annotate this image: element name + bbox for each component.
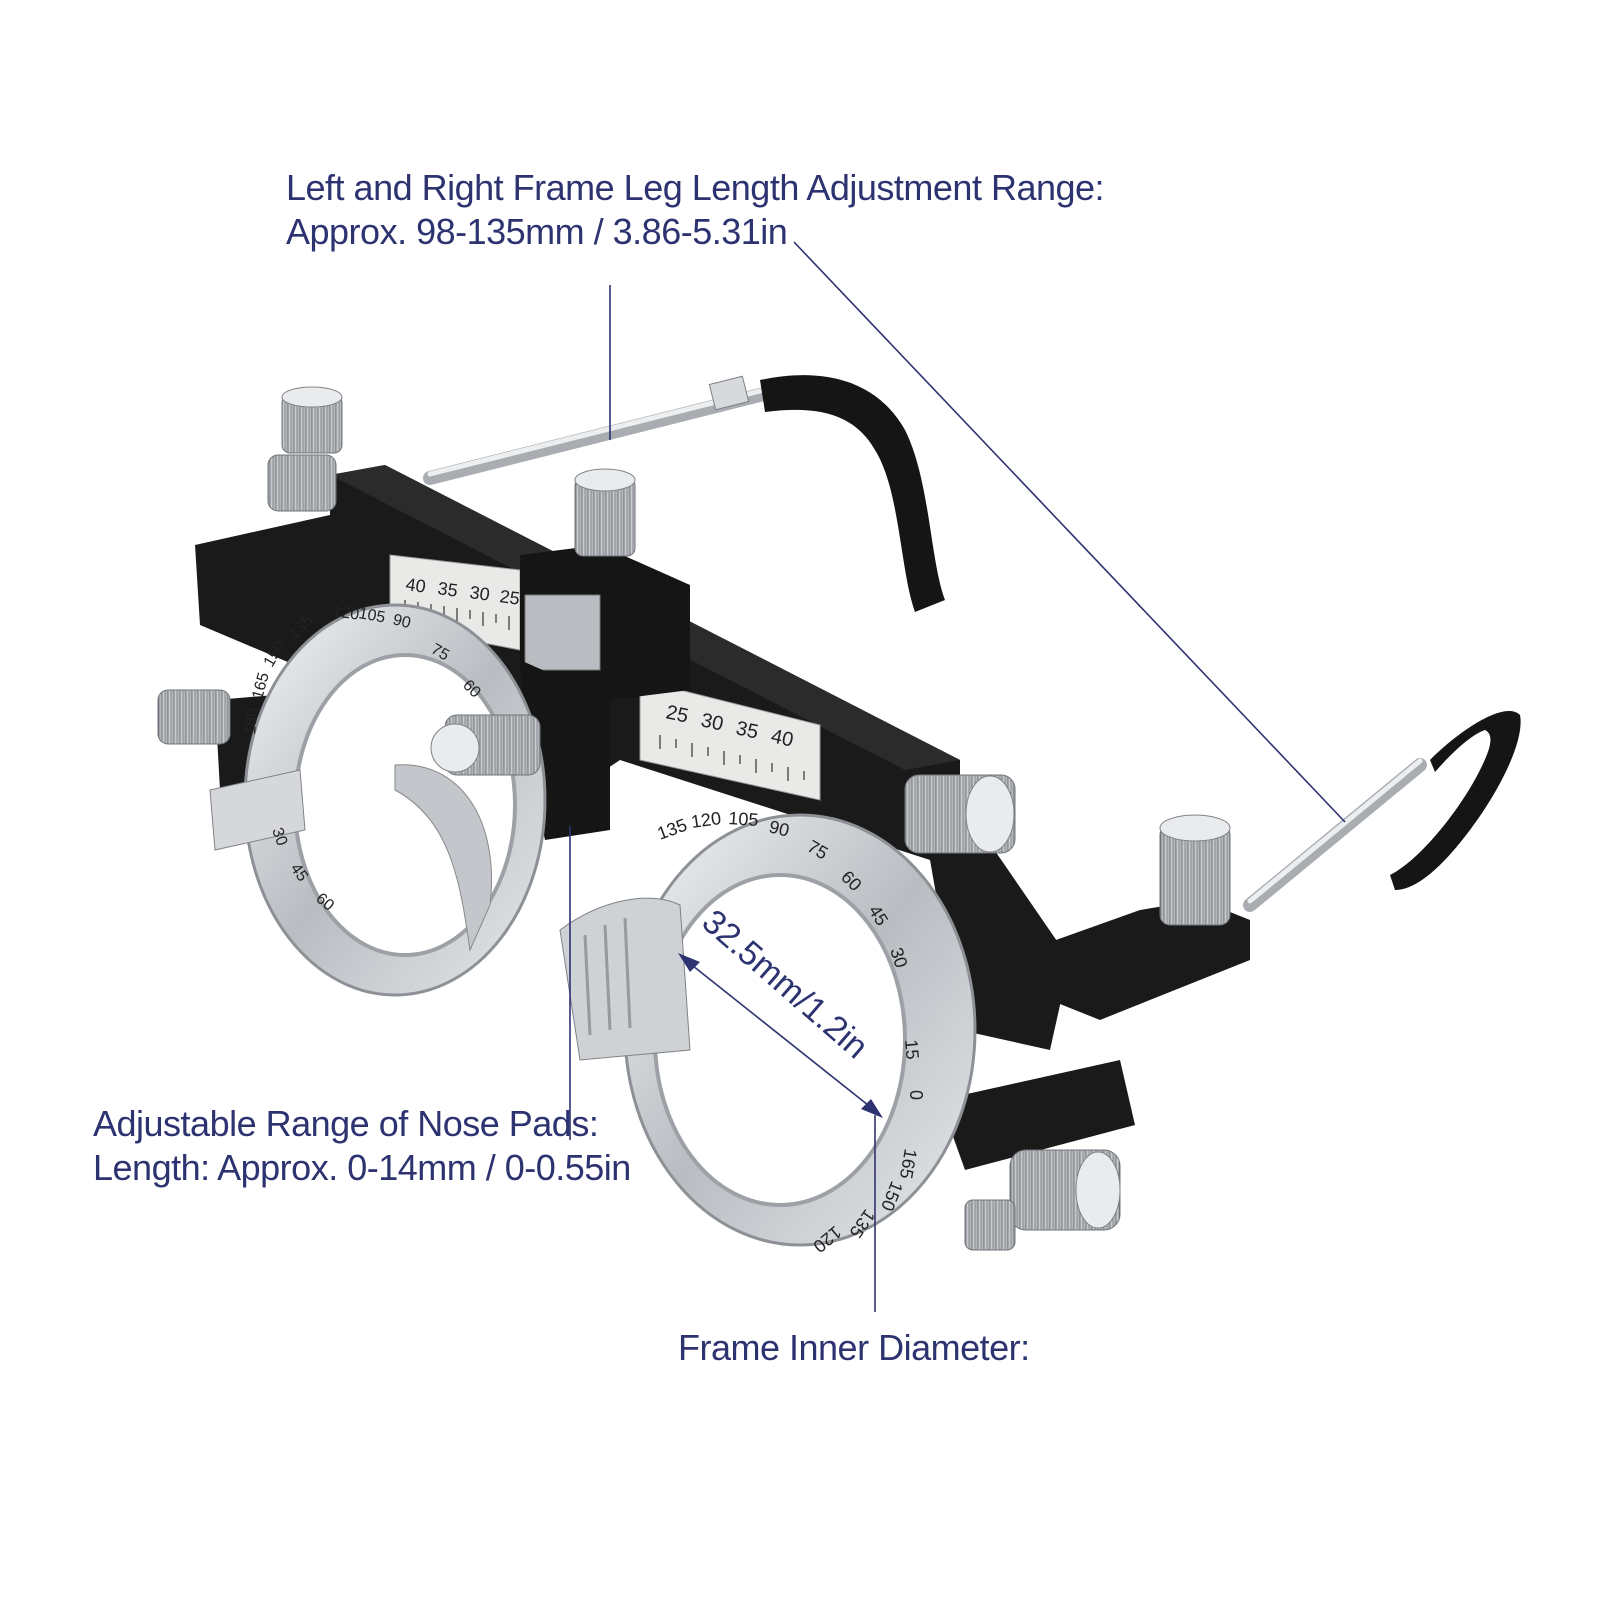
nose-pads-title: Adjustable Range of Nose Pads: xyxy=(93,1103,599,1144)
knob-small-bottom xyxy=(964,1199,1016,1251)
leader-lines xyxy=(569,241,1346,1312)
ear-tip-right xyxy=(1390,711,1521,890)
ear-tip-left xyxy=(760,375,945,612)
knob-lower-right xyxy=(1009,1149,1121,1231)
temple-length-title: Left and Right Frame Leg Length Adjustme… xyxy=(286,167,1105,208)
knob-center-axis xyxy=(430,714,541,776)
temple-right xyxy=(1243,711,1521,912)
temple-length-value: Approx. 98-135mm / 3.86-5.31in xyxy=(286,211,788,252)
lens-cell-left xyxy=(209,603,547,997)
knob-top-left xyxy=(281,386,343,454)
temple-length-annotation: Left and Right Frame Leg Length Adjustme… xyxy=(286,166,1105,254)
knob-right-top xyxy=(1159,814,1231,926)
nose-pads-value: Length: Approx. 0-14mm / 0-0.55in xyxy=(93,1147,631,1188)
knob-right-bar xyxy=(904,774,1016,854)
pd-scale-right xyxy=(639,679,821,801)
knob-top-center xyxy=(574,468,636,557)
nose-pads-annotation: Adjustable Range of Nose Pads: Length: A… xyxy=(93,1102,631,1190)
bridge-block xyxy=(520,545,690,840)
frame-diameter-title: Frame Inner Diameter: xyxy=(678,1327,1030,1368)
frame-diameter-annotation: Frame Inner Diameter: xyxy=(678,1326,1030,1370)
knob-left-side xyxy=(157,689,231,745)
knob-upper-left xyxy=(267,454,337,512)
leader-temple-right xyxy=(793,241,1346,823)
dimension-arrowheads xyxy=(678,953,883,1118)
lens-cell-right xyxy=(559,813,977,1247)
dimension-arrow-line xyxy=(682,957,879,1114)
temple-left xyxy=(423,375,945,612)
